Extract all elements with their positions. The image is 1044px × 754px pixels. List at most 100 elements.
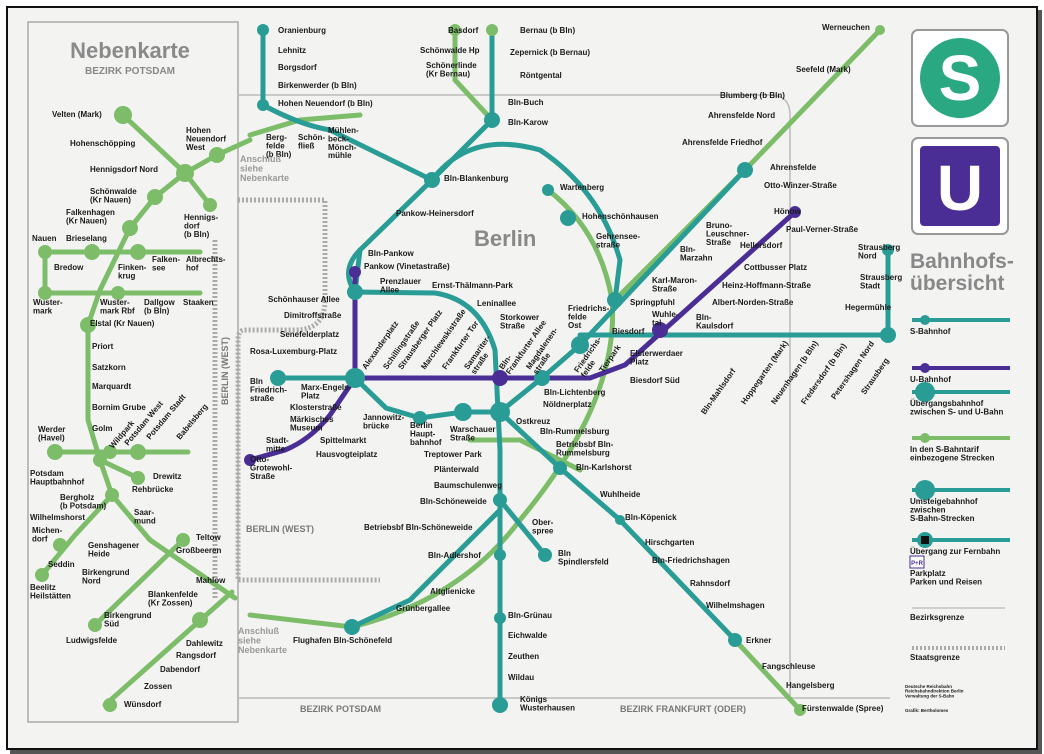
station-label: Hausvogteiplatz bbox=[316, 450, 377, 459]
tarif-lines bbox=[39, 27, 883, 713]
station-dot bbox=[484, 112, 500, 128]
station-label: Albrechts-hof bbox=[186, 255, 226, 272]
station-dot bbox=[492, 370, 508, 386]
station-dot bbox=[209, 147, 225, 163]
station-label: Bln-Marzahn bbox=[680, 245, 713, 262]
legend-label: Bezirksgrenze bbox=[910, 613, 965, 622]
station-label: Michen-dorf bbox=[32, 526, 63, 543]
station-label: Ernst-Thälmann-Park bbox=[432, 281, 513, 290]
station-label: Otto-Winzer-Straße bbox=[764, 181, 837, 190]
station-label: Seefeld (Mark) bbox=[796, 65, 851, 74]
station-label: Bredow bbox=[54, 263, 84, 272]
station-label: Betriebsbf Bln-Schöneweide bbox=[364, 523, 473, 532]
station-dot bbox=[571, 336, 589, 354]
station-label: Erkner bbox=[746, 636, 771, 645]
station-label: Grünbergallee bbox=[396, 604, 451, 613]
station-label: Bln-Rummelsburg bbox=[540, 427, 609, 436]
station-dots bbox=[35, 24, 896, 716]
station-dot bbox=[454, 403, 472, 421]
station-dot bbox=[103, 698, 117, 712]
station-dot bbox=[192, 612, 208, 628]
station-label: Stadt-mitte bbox=[266, 436, 289, 453]
station-dot bbox=[38, 245, 52, 259]
nebenkarte-subtitle: BEZIRK POTSDAM bbox=[85, 66, 175, 77]
station-label: Hönow bbox=[774, 207, 801, 216]
station-dot bbox=[493, 493, 507, 507]
station-label: Bln-Karlshorst bbox=[576, 463, 632, 472]
station-label: Dallgow(b Bln) bbox=[144, 298, 175, 315]
station-label: Nöldnerplatz bbox=[543, 400, 591, 409]
station-label: Rosa-Luxemburg-Platz bbox=[250, 347, 337, 356]
station-label: Zeuthen bbox=[508, 652, 539, 661]
station-label: Mahlow bbox=[196, 576, 226, 585]
station-label: Treptower Park bbox=[424, 450, 482, 459]
station-label: Falken-see bbox=[152, 255, 180, 272]
station-label: Bln-Friedrichshagen bbox=[652, 556, 730, 565]
station-dot bbox=[176, 164, 194, 182]
station-label: Bln-Kaulsdorf bbox=[696, 313, 734, 330]
station-dot bbox=[553, 461, 567, 475]
station-dot bbox=[490, 402, 510, 422]
station-label: Großbeeren bbox=[176, 546, 221, 555]
station-label: Falkenhagen(Kr Nauen) bbox=[66, 208, 115, 225]
station-dot bbox=[93, 453, 107, 467]
station-label: Oranienburg bbox=[278, 26, 326, 35]
station-label: Ostkreuz bbox=[516, 417, 550, 426]
station-label: Ahrensfelde Nord bbox=[708, 111, 775, 120]
station-label: Wartenberg bbox=[560, 183, 604, 192]
station-label: Leninallee bbox=[477, 299, 517, 308]
station-label: Wuhlheide bbox=[600, 490, 641, 499]
station-dot bbox=[130, 244, 146, 260]
station-label: Cottbusser Platz bbox=[744, 263, 807, 272]
region-label: BEZIRK FRANKFURT (ODER) bbox=[620, 704, 746, 714]
station-dot bbox=[270, 370, 286, 386]
station-label: Albert-Norden-Straße bbox=[712, 298, 794, 307]
station-label: Pankow (Vinetastraße) bbox=[364, 262, 450, 271]
su-transfer-icon bbox=[915, 382, 935, 402]
station-label: Bln-Lichtenberg bbox=[544, 388, 605, 397]
station-label: Schönhauser Allee bbox=[268, 295, 340, 304]
station-label: Hegermühle bbox=[845, 303, 892, 312]
station-label: Nauen bbox=[32, 234, 57, 243]
station-dot bbox=[486, 24, 498, 36]
station-dot bbox=[424, 172, 440, 188]
station-label: Hellersdorf bbox=[740, 241, 783, 250]
station-dot bbox=[105, 488, 119, 502]
station-label: Finken-krug bbox=[118, 263, 147, 280]
station-dot bbox=[257, 24, 269, 36]
station-label: Röntgental bbox=[520, 71, 562, 80]
station-dot bbox=[103, 445, 117, 459]
station-label: Elstal (Kr Nauen) bbox=[90, 319, 155, 328]
station-dot bbox=[615, 515, 625, 525]
station-label: Brieselang bbox=[66, 234, 107, 243]
station-label: Zepernick (b Bernau) bbox=[510, 48, 590, 57]
station-dot bbox=[257, 99, 269, 111]
station-label: Eichwalde bbox=[508, 631, 548, 640]
station-label: Ahrensfelde Friedhof bbox=[682, 138, 763, 147]
station-label: Bruno-Leuschner-Straße bbox=[706, 221, 749, 247]
station-label: Werneuchen bbox=[822, 23, 870, 32]
station-label: Bornim Grube bbox=[92, 403, 146, 412]
station-label: Wuster-mark bbox=[33, 298, 63, 315]
station-label: Basdorf bbox=[448, 26, 479, 35]
station-label: Zossen bbox=[144, 682, 172, 691]
station-label: Gehrensee-straße bbox=[596, 232, 640, 249]
station-label: Bln-Schöneweide bbox=[420, 497, 487, 506]
station-label: Borgsdorf bbox=[278, 63, 317, 72]
station-dot bbox=[652, 322, 668, 338]
legend-heading-2: übersicht bbox=[910, 272, 1005, 295]
u-station-icon bbox=[920, 363, 930, 373]
station-label: Hohen Neuendorf (b Bln) bbox=[278, 99, 373, 108]
station-label: Priort bbox=[92, 342, 114, 351]
nebenkarte-title: Nebenkarte bbox=[70, 38, 190, 63]
station-label: Berg-felde(b Bln) bbox=[266, 133, 292, 159]
station-dot bbox=[789, 206, 801, 218]
station-dot bbox=[492, 697, 508, 713]
